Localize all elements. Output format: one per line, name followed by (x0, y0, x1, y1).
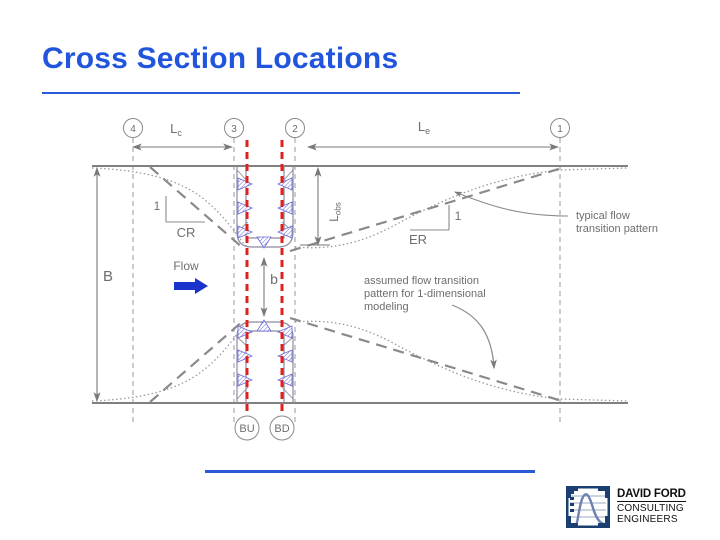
dimension-lc: Lc (131, 121, 234, 151)
flow-label: Flow (173, 259, 199, 273)
flow-vane (276, 177, 293, 191)
assumed-transition-lines (149, 166, 563, 403)
assumed-flow-note-line1: assumed flow transition (364, 275, 479, 287)
section-marker-group-bottom: BU BD (234, 415, 295, 441)
flow-transition-dotted (91, 167, 629, 402)
section-marker-1[interactable]: 1 (550, 118, 570, 138)
assumed-contraction-bottom (149, 320, 244, 403)
dimension-lobs: Lobs (300, 166, 343, 247)
flow-vane (237, 325, 254, 339)
channel-banks (92, 165, 628, 404)
dimension-b-width: B (93, 166, 113, 403)
section-marker-1-label: 1 (557, 124, 563, 135)
flow-vane-group (237, 177, 293, 387)
section-marker-4[interactable]: 4 (123, 118, 143, 138)
expansion-ratio-rise: 1 (455, 209, 462, 223)
dotted-expansion-bottom (294, 320, 629, 402)
dimension-le: Le (306, 119, 560, 151)
dimension-opening-b: b (260, 256, 278, 318)
flow-vane (276, 225, 293, 239)
assumed-expansion-top (289, 166, 563, 253)
logo-text-block: DAVID FORD CONSULTING ENGINEERS (617, 488, 686, 526)
typical-flow-note-line1: typical flow (576, 210, 630, 222)
dimension-lobs-label: Lobs (327, 202, 343, 222)
station-lines (132, 138, 561, 422)
dimension-b-label: B (103, 268, 113, 285)
dotted-contraction-top (91, 167, 248, 248)
section-marker-group-top: 4 3 2 1 (123, 118, 570, 138)
flow-vane (237, 349, 254, 363)
expansion-ratio-marker: 1 ER (409, 205, 462, 247)
flow-vane (256, 236, 272, 249)
flow-vane (276, 325, 293, 339)
flow-vane (256, 319, 272, 332)
logo-company-name: DAVID FORD (617, 488, 686, 503)
red-section-cuts (245, 140, 284, 412)
logo-line-consulting: CONSULTING (617, 502, 684, 514)
flow-vane (237, 201, 254, 215)
assumed-flow-note: assumed flow transition pattern for 1-di… (364, 275, 497, 370)
flow-arrow-icon (174, 278, 208, 294)
flow-indicator: Flow (173, 259, 208, 294)
flow-vane (276, 373, 293, 387)
section-marker-2[interactable]: 2 (285, 118, 305, 138)
flow-vane (237, 225, 254, 239)
contraction-ratio-marker: 1 CR (154, 196, 205, 240)
assumed-flow-note-line3: modeling (364, 301, 409, 313)
company-logo: DAVID FORD CONSULTING ENGINEERS (566, 484, 698, 530)
flow-vane (276, 349, 293, 363)
assumed-contraction-top (149, 166, 244, 249)
dimension-le-label: Le (418, 119, 430, 136)
page-title: Cross Section Locations (42, 42, 399, 75)
flow-vane (276, 201, 293, 215)
title-underline (42, 92, 520, 94)
hydrograph-icon (566, 486, 610, 528)
assumed-flow-note-line2: pattern for 1-dimensional (364, 288, 486, 300)
section-marker-4-label: 4 (130, 124, 136, 135)
culvert-upper-inner (245, 166, 285, 239)
flow-vane (237, 373, 254, 387)
section-marker-bd[interactable]: BD (269, 415, 295, 441)
dimension-opening-b-label: b (270, 271, 278, 287)
assumed-expansion-bottom (289, 316, 563, 403)
section-marker-bd-label: BD (274, 423, 289, 435)
section-marker-bu-label: BU (239, 423, 254, 435)
dotted-expansion-top (294, 167, 629, 249)
dimension-lc-label: Lc (170, 121, 182, 138)
contraction-ratio-rise: 1 (154, 199, 161, 213)
dotted-contraction-bottom (91, 321, 248, 402)
section-marker-2-label: 2 (292, 124, 298, 135)
logo-line-engineers: ENGINEERS (617, 514, 678, 526)
section-marker-3-label: 3 (231, 124, 237, 135)
expansion-ratio-label: ER (409, 232, 427, 247)
typical-flow-note-line2: transition pattern (576, 223, 658, 235)
typical-flow-note: typical flow transition pattern (454, 191, 658, 235)
contraction-ratio-label: CR (177, 225, 196, 240)
footer-rule (205, 470, 535, 473)
section-marker-bu[interactable]: BU (234, 415, 260, 441)
culvert-lower-inner (245, 330, 285, 403)
flow-vane (237, 177, 254, 191)
section-marker-3[interactable]: 3 (224, 118, 244, 138)
